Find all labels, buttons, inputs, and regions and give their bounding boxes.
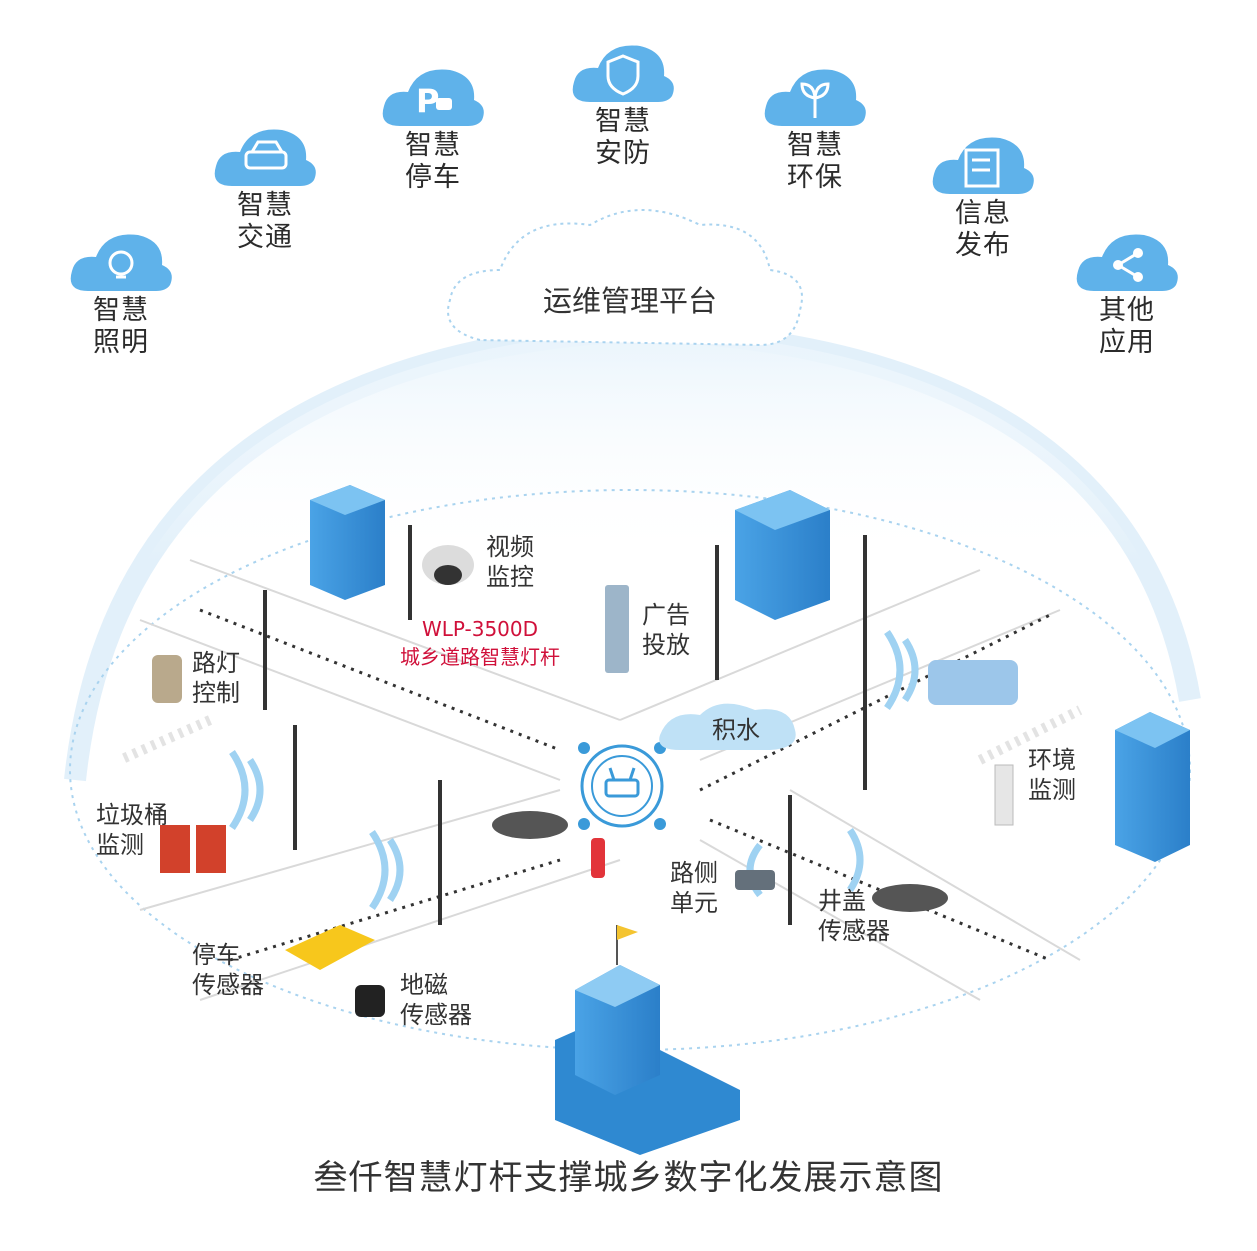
taxi — [285, 925, 375, 970]
app-line2: 照明 — [93, 327, 149, 358]
label-line: 垃圾桶 — [96, 801, 168, 829]
bus — [928, 660, 1018, 705]
central-hub — [578, 742, 666, 830]
app-info-publish: 信息 发布 — [928, 128, 1038, 262]
label-line: 投放 — [642, 631, 690, 659]
label-trash: 垃圾桶 监测 — [96, 800, 168, 860]
app-other-apps: 其他 应用 — [1072, 225, 1182, 359]
label-line: 井盖 — [818, 887, 866, 915]
app-line2: 停车 — [405, 162, 461, 193]
svg-text:P: P — [416, 82, 439, 120]
app-smart-parking: P 智慧 停车 — [378, 60, 488, 194]
network-lines — [199, 608, 1051, 962]
roadside-device — [735, 870, 775, 890]
label-line: 监测 — [96, 831, 144, 859]
label-water: 积水 — [712, 716, 760, 744]
app-line2: 交通 — [237, 222, 293, 253]
app-line2: 安防 — [595, 138, 651, 169]
car-icon — [214, 129, 316, 186]
shield-icon — [572, 45, 674, 102]
trash-bin-left — [160, 825, 190, 873]
label-line: 广告 — [642, 601, 690, 629]
app-line1: 智慧 — [237, 190, 293, 221]
building-top-right — [735, 490, 830, 620]
diagram-caption: 叁仟智慧灯杆支撑城乡数字化发展示意图 — [313, 1158, 944, 1198]
label-line: 传感器 — [192, 971, 264, 999]
label-line: 监控 — [486, 563, 534, 591]
label-ad: 广告 投放 — [642, 600, 690, 660]
app-line2: 环保 — [787, 162, 843, 193]
app-line1: 其他 — [1099, 295, 1155, 326]
label-product: WLP-3500D 城乡道路智慧灯杆 — [380, 615, 580, 671]
manhole-left — [492, 811, 568, 839]
label-line: 停车 — [192, 941, 240, 969]
share-icon — [1076, 234, 1178, 291]
label-video: 视频 监控 — [486, 532, 534, 592]
app-line2: 应用 — [1099, 327, 1155, 358]
label-line: 传感器 — [400, 1001, 472, 1029]
label-line: 地磁 — [400, 971, 448, 999]
label-parking-sensor: 停车 传感器 — [192, 940, 264, 1000]
label-roadside: 路侧 单元 — [670, 858, 718, 918]
building-top-left — [310, 485, 385, 600]
manhole-right — [872, 884, 948, 912]
platform-label: 运维管理平台 — [542, 284, 717, 318]
parking-icon: P — [382, 69, 484, 126]
product-model: WLP-3500D — [421, 617, 539, 641]
trash-bin-right — [196, 825, 226, 873]
fire-hydrant — [591, 838, 605, 878]
app-line1: 智慧 — [405, 130, 461, 161]
label-line: 路侧 — [670, 859, 718, 887]
building-bottom — [555, 925, 740, 1155]
label-line: 监测 — [1028, 776, 1076, 804]
ad-screen-device — [605, 585, 629, 673]
product-desc: 城乡道路智慧灯杆 — [400, 645, 560, 669]
roads — [139, 559, 1081, 1001]
environment-device — [994, 764, 1014, 826]
label-line: 传感器 — [818, 917, 890, 945]
label-geomagnetic: 地磁 传感器 — [400, 970, 472, 1030]
crosswalks — [117, 705, 1083, 765]
app-smart-traffic: 智慧 交通 — [210, 120, 320, 254]
building-right — [1115, 712, 1190, 862]
app-smart-environment: 智慧 环保 — [760, 60, 870, 194]
document-upload-icon — [932, 137, 1034, 194]
lamp-poles — [263, 525, 867, 925]
label-line: 环境 — [1028, 746, 1076, 774]
label-line: 控制 — [192, 679, 240, 707]
app-line1: 智慧 — [93, 295, 149, 326]
label-environment: 环境 监测 — [1028, 745, 1076, 805]
label-line: 视频 — [486, 533, 534, 561]
label-light-control: 路灯 控制 — [192, 648, 240, 708]
lightbulb-icon — [70, 234, 172, 291]
app-smart-security: 智慧 安防 — [568, 36, 678, 170]
geomagnetic-device — [355, 985, 385, 1017]
app-smart-lighting: 智慧 照明 — [66, 225, 176, 359]
label-line: 路灯 — [192, 649, 240, 677]
app-line1: 智慧 — [595, 106, 651, 137]
label-manhole: 井盖 传感器 — [818, 886, 890, 946]
light-control-device — [152, 655, 182, 703]
platform-cloud — [447, 209, 803, 347]
app-line1: 智慧 — [787, 130, 843, 161]
app-line1: 信息 — [955, 198, 1011, 229]
app-line2: 发布 — [955, 230, 1011, 261]
water-cloud — [659, 703, 796, 750]
label-line: 单元 — [670, 889, 718, 917]
sprout-icon — [764, 69, 866, 126]
